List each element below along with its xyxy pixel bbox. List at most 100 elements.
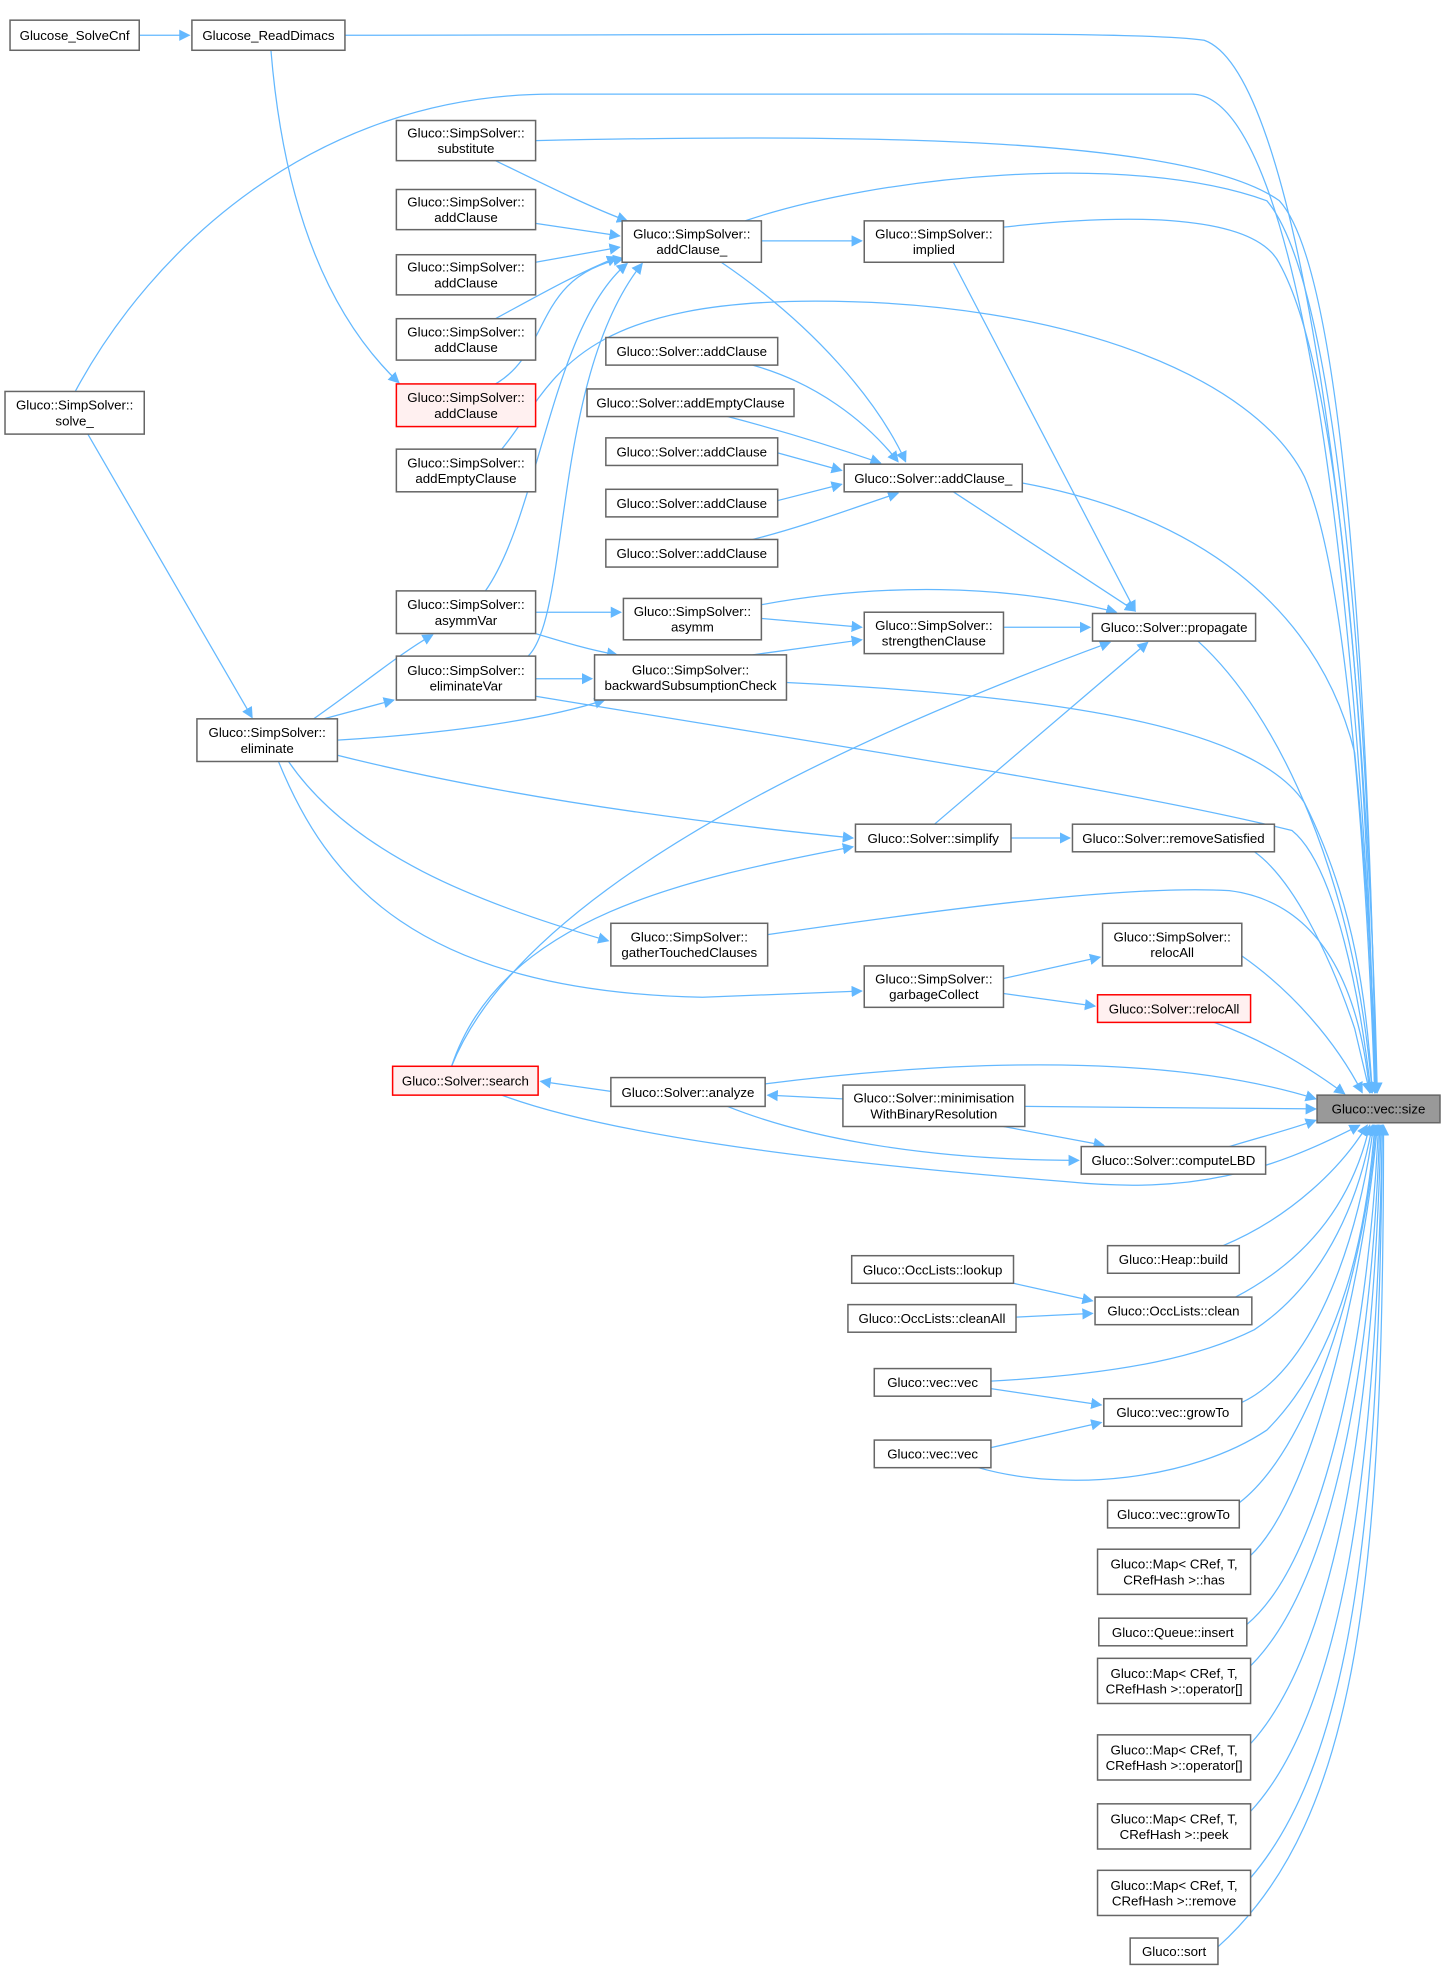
node-box [1080, 1145, 1267, 1175]
function-node[interactable]: Gluco::Solver::minimisationWithBinaryRes… [842, 1084, 1026, 1128]
node-box [1096, 1548, 1252, 1596]
function-node[interactable]: Gluco::Solver::search [391, 1065, 539, 1096]
node-label: Gluco::OccLists::clean [1107, 1304, 1239, 1319]
function-node[interactable]: Gluco::vec::growTo [1106, 1499, 1241, 1529]
node-box [1101, 922, 1243, 967]
call-edge [313, 634, 434, 720]
function-node[interactable]: Gluco::Solver::computeLBD [1080, 1145, 1267, 1175]
node-label: Gluco::SimpSolver:: [632, 662, 749, 677]
function-node[interactable]: Glucose_SolveCnf [9, 19, 140, 52]
function-node[interactable]: Gluco::SimpSolver::addEmptyClause [395, 448, 537, 493]
function-node[interactable]: Gluco::SimpSolver::asymmVar [395, 590, 537, 635]
node-label: garbageCollect [889, 987, 979, 1002]
function-node[interactable]: Gluco::SimpSolver::addClause [395, 188, 537, 231]
function-node[interactable]: Gluco::sort [1129, 1937, 1219, 1966]
node-box [850, 1254, 1015, 1285]
call-edge [270, 50, 400, 384]
node-label: Gluco::Solver::minimisation [853, 1091, 1014, 1106]
function-node[interactable]: Gluco::Heap::build [1106, 1244, 1241, 1275]
node-label: Gluco::SimpSolver:: [407, 126, 524, 141]
call-edge [535, 695, 1376, 1094]
function-node[interactable]: Gluco::Solver::addClause [605, 336, 779, 366]
call-edge [535, 137, 1382, 1094]
function-node[interactable]: Gluco::Solver::addClause [605, 538, 779, 568]
call-edge [535, 243, 621, 263]
function-node[interactable]: Gluco::Solver::addClause [605, 488, 779, 518]
node-label: Gluco::vec::vec [887, 1375, 978, 1390]
function-node[interactable]: Gluco::SimpSolver::asymm [622, 597, 763, 641]
function-node[interactable]: Gluco::Solver::analyze [610, 1076, 766, 1108]
function-node[interactable]: Gluco::Map< CRef, T,CRefHash >::operator… [1096, 1734, 1252, 1781]
node-label: Gluco::SimpSolver:: [1114, 930, 1231, 945]
call-edge [1222, 1124, 1368, 1247]
function-node[interactable]: Gluco::Solver::removeSatisfied [1071, 823, 1276, 853]
function-node[interactable]: Gluco::SimpSolver::addClause [395, 383, 537, 428]
function-node[interactable]: Gluco::OccLists::cleanAll [847, 1303, 1017, 1333]
node-label: Gluco::Queue::insert [1112, 1625, 1234, 1640]
node-label: Gluco::Solver::addClause [616, 444, 767, 459]
node-box [395, 253, 537, 296]
node-label: Glucose_ReadDimacs [202, 28, 334, 43]
function-node[interactable]: Gluco::Solver::addEmptyClause [586, 388, 795, 418]
function-node[interactable]: Gluco::OccLists::clean [1094, 1296, 1253, 1326]
function-node[interactable]: Gluco::SimpSolver::implied [863, 220, 1005, 264]
function-node[interactable]: Gluco::SimpSolver::eliminate [196, 718, 339, 763]
function-node[interactable]: Gluco::SimpSolver::garbageCollect [863, 965, 1005, 1009]
function-node[interactable]: Gluco::SimpSolver::eliminateVar [395, 655, 537, 701]
call-edge [337, 697, 606, 741]
node-box [1106, 1499, 1241, 1529]
function-node[interactable]: Gluco::SimpSolver::addClause_ [621, 220, 763, 264]
call-edge [1024, 1103, 1317, 1115]
call-edge [752, 635, 863, 656]
function-node[interactable]: Gluco::SimpSolver::gatherTouchedClauses [610, 922, 769, 967]
node-label: addEmptyClause [415, 471, 516, 486]
function-node[interactable]: Gluco::OccLists::lookup [850, 1254, 1015, 1285]
call-edge [727, 1105, 1080, 1167]
function-node[interactable]: Gluco::Map< CRef, T,CRefHash >::peek [1096, 1803, 1252, 1850]
function-node[interactable]: Gluco::Map< CRef, T,CRefHash >::has [1096, 1548, 1252, 1596]
function-node[interactable]: Gluco::Solver::relocAll [1096, 994, 1252, 1024]
node-label: Gluco::SimpSolver:: [875, 618, 992, 633]
node-label: asymm [671, 620, 714, 635]
function-node[interactable]: Gluco::Solver::simplify [854, 823, 1012, 853]
node-box [395, 590, 537, 635]
node-label: Gluco::Solver::addClause [616, 546, 767, 561]
function-node[interactable]: Gluco::vec::vec [873, 1367, 992, 1397]
node-label: Gluco::SimpSolver:: [875, 972, 992, 987]
node-label: Gluco::vec::size [1332, 1102, 1426, 1117]
function-node[interactable]: Glucose_ReadDimacs [191, 19, 346, 52]
node-box [605, 437, 779, 467]
function-node[interactable]: Gluco::vec::vec [873, 1439, 992, 1469]
function-node[interactable]: Gluco::Solver::propagate [1091, 612, 1257, 642]
function-node[interactable]: Gluco::SimpSolver::relocAll [1101, 922, 1243, 967]
node-label: Gluco::SimpSolver:: [407, 597, 524, 612]
function-node[interactable]: Gluco::vec::growTo [1103, 1397, 1243, 1428]
function-node[interactable]: Gluco::SimpSolver::solve_ [4, 390, 146, 435]
node-box [605, 488, 779, 518]
node-box [873, 1439, 992, 1469]
call-edge [1022, 482, 1381, 1094]
call-edge [720, 261, 907, 463]
function-node[interactable]: Gluco::Map< CRef, T,CRefHash >::operator… [1096, 1657, 1252, 1705]
function-node[interactable]: Gluco::Map< CRef, T,CRefHash >::remove [1096, 1869, 1252, 1917]
node-label: Gluco::SimpSolver:: [633, 226, 750, 241]
node-box [1316, 1094, 1441, 1124]
function-node[interactable]: Gluco::SimpSolver::backwardSubsumptionCh… [593, 654, 788, 701]
function-node[interactable]: Gluco::Queue::insert [1098, 1617, 1248, 1647]
node-box [854, 823, 1012, 853]
node-label: Gluco::SimpSolver:: [407, 663, 524, 678]
function-node[interactable]: Gluco::SimpSolver::substitute [395, 119, 537, 162]
function-node[interactable]: Gluco::SimpSolver::addClause [395, 253, 537, 296]
node-box [196, 718, 339, 763]
function-node[interactable]: Gluco::SimpSolver::strengthenClause [863, 611, 1005, 655]
function-node[interactable]: Gluco::SimpSolver::addClause [395, 317, 537, 361]
node-box [605, 538, 779, 568]
call-edge [744, 172, 1382, 1094]
function-node[interactable]: Gluco::Solver::addClause_ [843, 463, 1024, 493]
node-label: CRefHash >::operator[] [1106, 1758, 1243, 1773]
function-node[interactable]: Gluco::Solver::addClause [605, 437, 779, 467]
call-edge [1250, 1124, 1388, 1879]
node-label: addClause_ [656, 242, 728, 257]
node-label: Gluco::Solver::removeSatisfied [1082, 831, 1264, 846]
